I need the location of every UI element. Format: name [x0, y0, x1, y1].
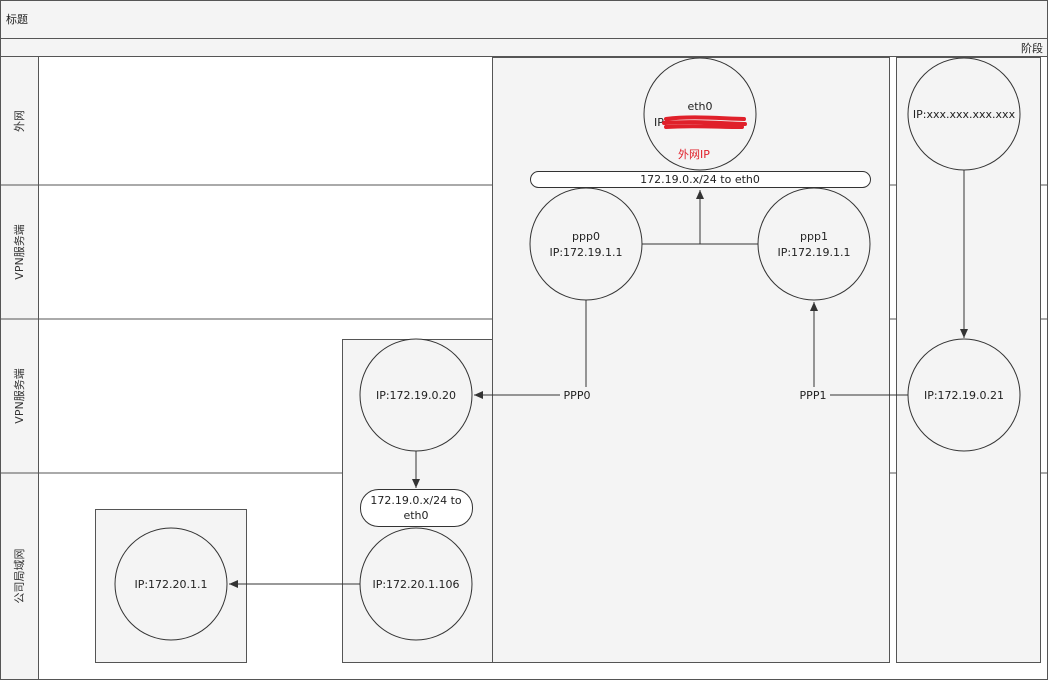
phase-label: 阶段 — [1021, 41, 1043, 55]
lane-label-vpn-server: VPN服务端 — [13, 224, 26, 279]
lane-label-internet: 外网 — [13, 110, 26, 132]
diagram-title: 标题 — [6, 12, 28, 26]
client-left-ip: IP:172.19.0.20 — [376, 389, 456, 402]
client-right-node — [907, 338, 1021, 452]
title-bar — [0, 0, 1048, 39]
eth0-node — [643, 57, 757, 171]
lane-label-column — [0, 56, 39, 680]
eth0-note: 外网IP — [678, 148, 710, 161]
lan-host-node — [114, 527, 228, 641]
remote-node — [907, 57, 1021, 171]
phase-bar — [0, 38, 1048, 57]
ppp0-node — [529, 187, 643, 301]
server-route-box — [530, 171, 871, 188]
lan-gateway-ip: IP:172.20.1.106 — [372, 578, 459, 591]
lane-label-vpn-client: VPN服务端 — [13, 368, 26, 423]
server-route-label: 172.19.0.x/24 to eth0 — [640, 173, 760, 186]
lane-label-company-lan: 公司局域网 — [13, 549, 26, 604]
ppp1-ip: IP:172.19.1.1 — [777, 246, 850, 259]
client-route-box — [360, 489, 473, 527]
client-right-ip: IP:172.19.0.21 — [924, 389, 1004, 402]
ppp1-node — [757, 187, 871, 301]
ppp0-name: ppp0 — [572, 230, 600, 243]
eth0-name: eth0 — [687, 100, 712, 113]
ppp1-name: ppp1 — [800, 230, 828, 243]
redaction-scribble — [662, 115, 747, 129]
lan-gateway-node — [359, 527, 473, 641]
link-label-ppp1: PPP1 — [800, 389, 827, 402]
client-left-node — [359, 338, 473, 452]
ppp0-ip: IP:172.19.1.1 — [549, 246, 622, 259]
lan-host-ip: IP:172.20.1.1 — [134, 578, 207, 591]
client-route-label-line1: 172.19.0.x/24 to — [370, 494, 462, 507]
remote-ip: IP:xxx.xxx.xxx.xxx — [913, 108, 1016, 121]
client-route-label-line2: eth0 — [403, 509, 428, 522]
link-label-ppp0: PPP0 — [564, 389, 591, 402]
